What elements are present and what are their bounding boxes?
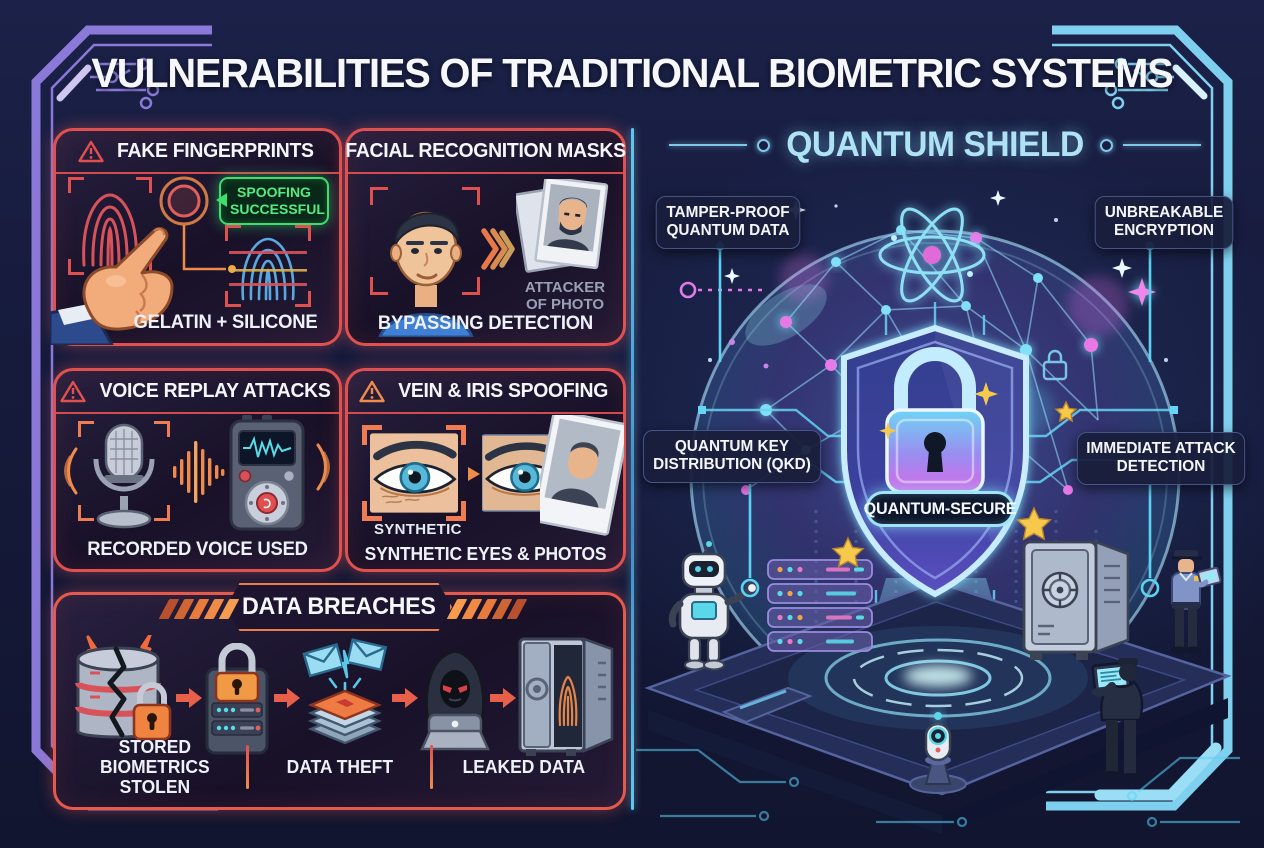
panel-caption: SYNTHETIC EYES & PHOTOS xyxy=(364,544,607,564)
warning-icon xyxy=(78,140,104,163)
synthetic-eye-icon xyxy=(370,433,458,513)
panel-title: VOICE REPLAY ATTACKS xyxy=(100,380,331,402)
waveform-icon xyxy=(173,441,225,503)
warning-icon xyxy=(60,380,87,403)
panel-caption: GELATIN + SILICONE xyxy=(133,312,318,333)
panel-title: FACIAL RECOGNITION MASKS xyxy=(345,140,626,162)
robot-icon xyxy=(668,541,759,671)
panel-title: DATA BREACHES xyxy=(242,593,436,620)
panel-caption: RECORDED VOICE USED xyxy=(87,539,308,560)
hazard-stripes-right xyxy=(446,599,528,619)
title-line-right xyxy=(1122,143,1201,147)
panel-title: VEIN & IRIS SPOOFING xyxy=(398,380,609,402)
callout-unbreakable: UNBREAKABLE ENCRYPTION xyxy=(1094,196,1234,249)
atom-icon xyxy=(878,207,986,303)
arrow-right-icon xyxy=(176,688,202,708)
voice-recorder-icon xyxy=(229,415,305,531)
title-node-left xyxy=(757,138,771,152)
chevrons-right-icon xyxy=(481,228,515,270)
scanned-fingerprint-frame xyxy=(225,225,311,307)
title-node-right xyxy=(1099,138,1113,152)
panel-fake-fingerprints: FAKE FINGERPRINTS SPOOFING SUCCESSFUL xyxy=(50,128,342,346)
guard-with-laptop-icon xyxy=(1091,658,1144,781)
target-icon xyxy=(159,176,209,226)
title-line-left xyxy=(669,143,748,147)
panel-voice-replay: VOICE REPLAY ATTACKS xyxy=(53,368,342,572)
spoofing-successful-badge: SPOOFING SUCCESSFUL xyxy=(216,177,329,225)
breach-caption: LEAKED DATA xyxy=(462,756,586,777)
caption-divider xyxy=(430,744,434,789)
fingerprint-scan-frame xyxy=(68,177,152,275)
callout-tamper-proof: TAMPER-PROOF QUANTUM DATA xyxy=(655,196,801,249)
panel-fake-fingerprints-header: FAKE FINGERPRINTS xyxy=(56,131,339,174)
panel-vein-iris: VEIN & IRIS SPOOFING xyxy=(345,368,626,572)
quantum-secure-badge-text: QUANTUM-SECURE xyxy=(863,499,1017,518)
callout-attack-detection: IMMEDIATE ATTACK DETECTION xyxy=(1076,432,1246,485)
quantum-secure-badge: QUANTUM-SECURE xyxy=(863,491,1017,527)
data-breaches-banner: DATA BREACHES xyxy=(226,583,452,631)
fingerprint-scan-icon xyxy=(229,237,307,301)
sound-waves-icon xyxy=(64,447,78,495)
quantum-scene xyxy=(636,190,1240,834)
mini-lock-icon xyxy=(1042,349,1068,381)
panel-facial-masks-header: FACIAL RECOGNITION MASKS xyxy=(345,131,626,174)
hacker-icon xyxy=(420,649,490,751)
panel-vein-iris-header: VEIN & IRIS SPOOFING xyxy=(348,371,623,414)
panel-data-breaches: DATA BREACHES xyxy=(53,583,626,810)
photo-stack-icon xyxy=(516,179,609,273)
panel-voice-replay-header: VOICE REPLAY ATTACKS xyxy=(56,371,339,414)
server-rack-icon xyxy=(767,559,873,652)
breach-captions-row: STORED BIOMETRICS STOLEN DATA THEFT LEAK… xyxy=(64,737,615,797)
arrow-right-icon xyxy=(392,688,418,708)
photo-label: ATTACKER OF PHOTO xyxy=(524,279,606,314)
face-icon xyxy=(378,211,474,337)
microphone-icon xyxy=(93,423,155,529)
leaked-vault-icon xyxy=(518,637,614,756)
panel-caption: BYPASSING DETECTION xyxy=(377,313,594,334)
panel-title: FAKE FINGERPRINTS xyxy=(117,140,314,162)
quantum-vault-icon xyxy=(1022,540,1130,660)
security-guard-icon xyxy=(1171,550,1222,654)
arrow-right-icon xyxy=(468,467,480,481)
quantum-title: QUANTUM SHIELD xyxy=(786,125,1084,164)
camera-bot-icon xyxy=(909,712,967,794)
hazard-stripes-left xyxy=(158,599,240,619)
breach-caption: STORED BIOMETRICS STOLEN xyxy=(100,736,210,797)
hand-icon xyxy=(50,227,174,345)
sound-waves-icon xyxy=(316,443,330,491)
arrow-right-icon xyxy=(490,688,516,708)
data-theft-icon xyxy=(302,638,388,745)
breach-caption: DATA THEFT xyxy=(286,756,393,777)
spoof-badge-text: SPOOFING SUCCESSFUL xyxy=(230,184,325,217)
panel-facial-masks: FACIAL RECOGNITION MASKS xyxy=(345,128,626,346)
page-title: VULNERABILITIES OF TRADITIONAL BIOMETRIC… xyxy=(91,50,1173,96)
warning-icon xyxy=(359,380,386,403)
fingerprint-icon xyxy=(82,193,138,267)
breached-database-icon xyxy=(75,635,172,741)
caption-divider xyxy=(245,744,249,789)
section-divider xyxy=(631,128,634,810)
polaroid-icon xyxy=(540,415,624,536)
locked-server-icon xyxy=(205,643,269,755)
synthetic-label: SYNTHETIC xyxy=(374,521,462,538)
arrow-right-icon xyxy=(274,688,300,708)
quantum-title-row: QUANTUM SHIELD xyxy=(652,124,1218,166)
callout-qkd: QUANTUM KEY DISTRIBUTION (QKD) xyxy=(642,430,822,483)
